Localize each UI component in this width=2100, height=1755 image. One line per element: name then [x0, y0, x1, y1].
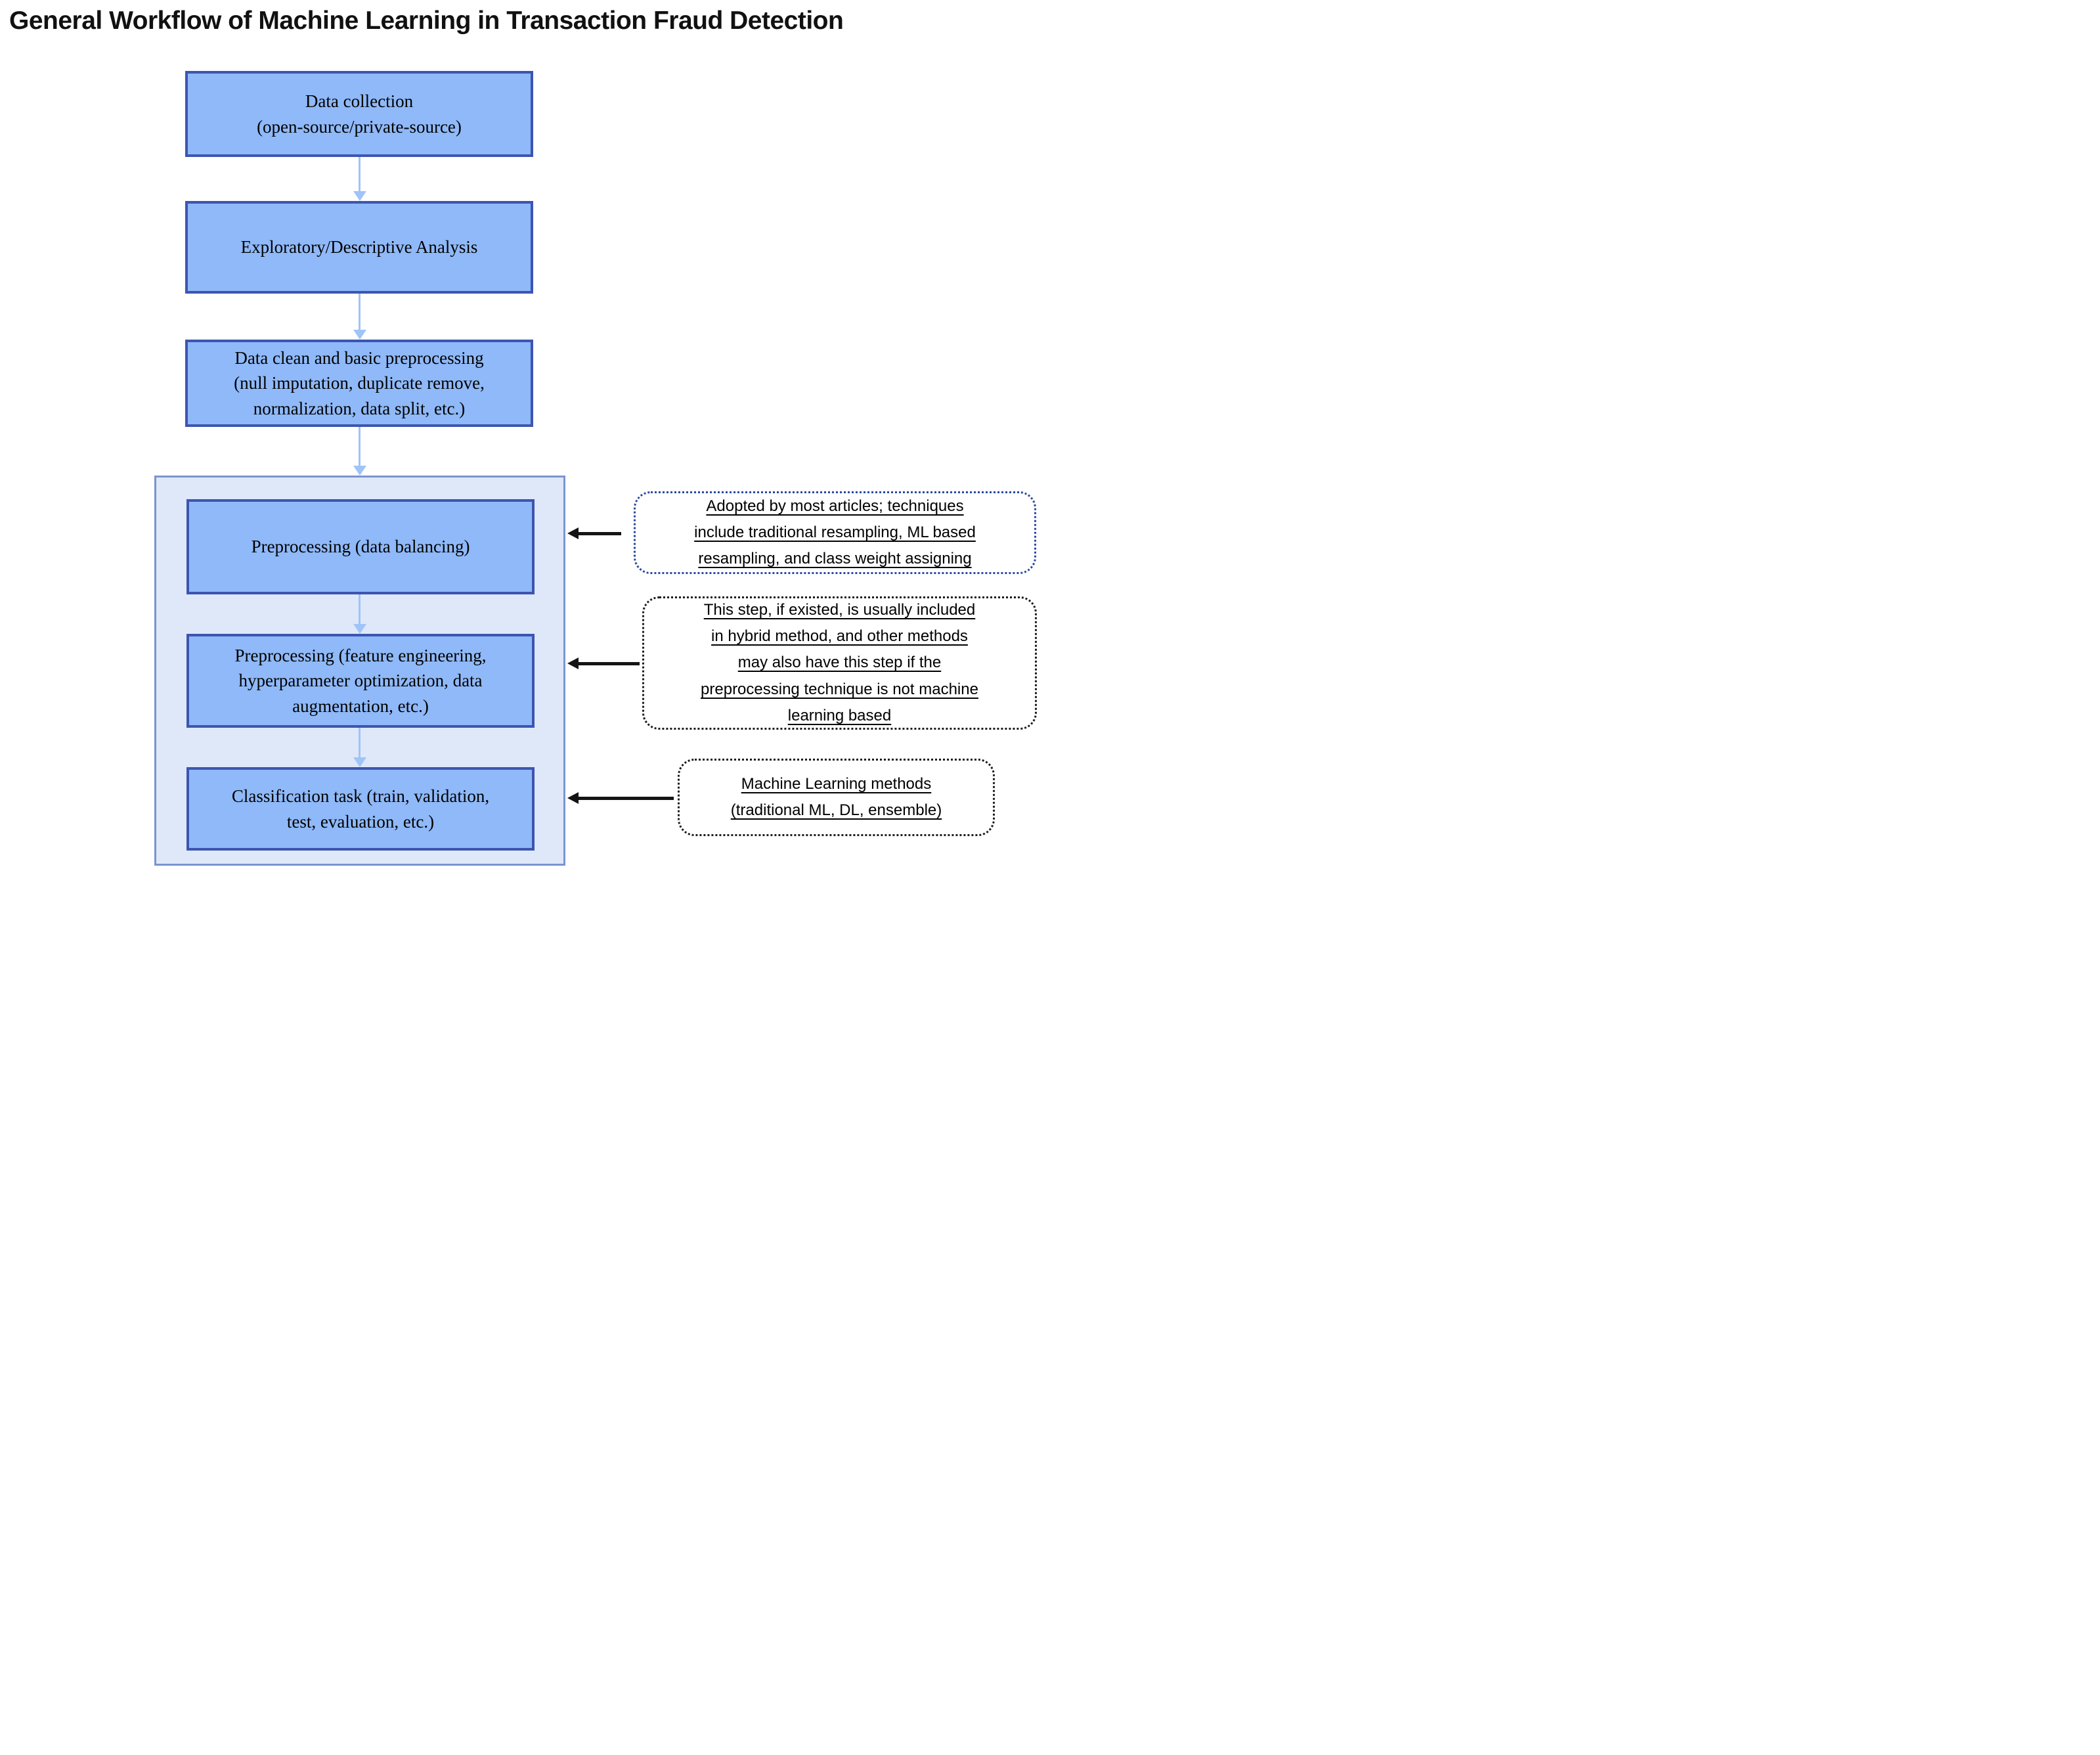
flow-step-label: Preprocessing (data balancing)	[251, 537, 470, 557]
down-arrow-icon	[359, 294, 361, 330]
left-arrow-icon	[567, 527, 621, 539]
flow-step-label: Data collection (open-source/private-sou…	[257, 91, 462, 137]
down-arrow-icon	[359, 728, 361, 757]
down-arrow-icon	[359, 427, 361, 466]
annotation-text: Machine Learning methods (traditional ML…	[730, 774, 942, 819]
flow-step-label: Data clean and basic preprocessing (null…	[234, 348, 485, 418]
flow-step-exploratory-analysis: Exploratory/Descriptive Analysis	[185, 201, 533, 294]
annotation-ml-methods: Machine Learning methods (traditional ML…	[678, 759, 995, 836]
annotation-text: Adopted by most articles; techniques inc…	[694, 497, 976, 568]
flow-step-preprocessing-balancing: Preprocessing (data balancing)	[186, 499, 535, 594]
flow-step-label: Preprocessing (feature engineering, hype…	[234, 646, 487, 716]
flow-step-label: Classification task (train, validation, …	[231, 786, 490, 832]
left-arrow-icon	[567, 792, 674, 804]
flow-step-preprocessing-feature: Preprocessing (feature engineering, hype…	[186, 634, 535, 728]
flow-step-data-collection: Data collection (open-source/private-sou…	[185, 71, 533, 157]
annotation-data-balancing: Adopted by most articles; techniques inc…	[634, 491, 1036, 574]
down-arrow-icon	[359, 594, 361, 624]
annotation-text: This step, if existed, is usually includ…	[701, 600, 978, 724]
flow-step-classification-task: Classification task (train, validation, …	[186, 767, 535, 851]
left-arrow-icon	[567, 657, 640, 669]
diagram-title: General Workflow of Machine Learning in …	[9, 7, 844, 35]
annotation-feature-engineering: This step, if existed, is usually includ…	[642, 596, 1037, 730]
flow-step-data-clean: Data clean and basic preprocessing (null…	[185, 340, 533, 427]
workflow-diagram: General Workflow of Machine Learning in …	[0, 0, 1050, 878]
down-arrow-icon	[359, 157, 361, 191]
flow-step-label: Exploratory/Descriptive Analysis	[240, 237, 478, 257]
